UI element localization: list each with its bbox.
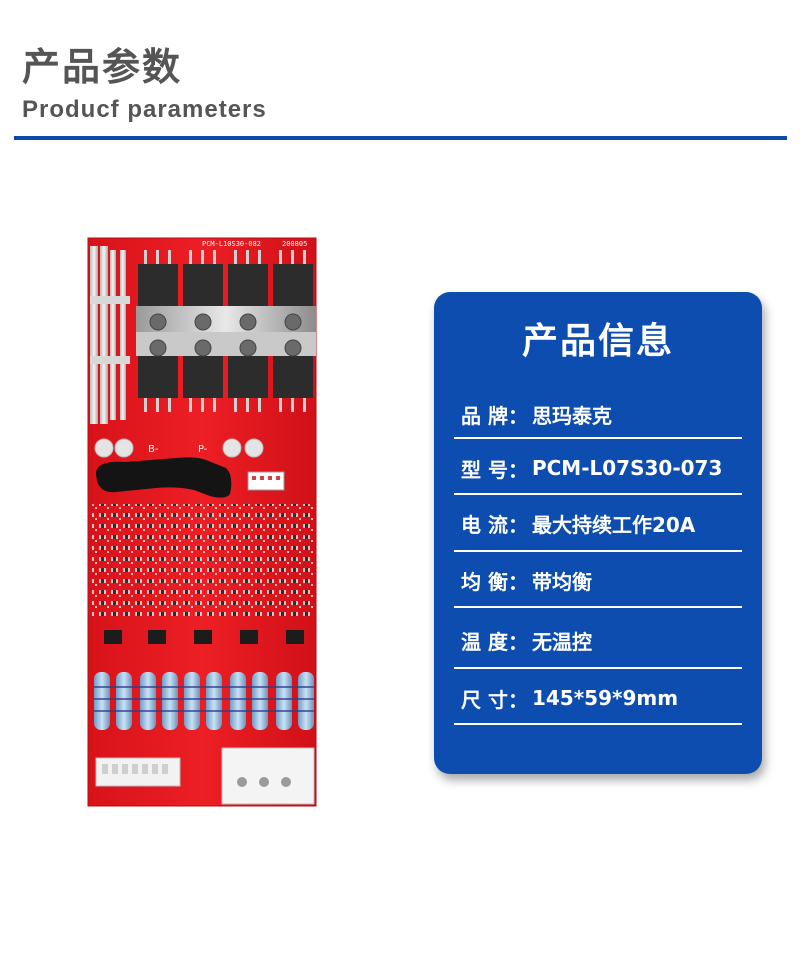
row-divider: [454, 667, 742, 669]
info-row-label: 型 号：: [461, 457, 528, 482]
pad-p-minus-label: P-: [198, 444, 208, 455]
row-divider: [454, 550, 742, 552]
row-divider: [454, 493, 742, 495]
info-card-heading: 产品信息: [521, 321, 674, 362]
info-row-label: 品 牌：: [461, 403, 528, 428]
info-row-current: 电 流：最大持续工作20A: [454, 495, 742, 551]
info-row-label: 尺 寸：: [461, 687, 528, 712]
info-row-value: 思玛泰克: [531, 403, 612, 428]
info-row-model: 型 号：PCM-L07S30-073: [454, 440, 742, 496]
info-row-label: 电 流：: [461, 512, 528, 537]
page-title-en: Producf parameters: [22, 96, 267, 123]
row-divider: [454, 606, 742, 608]
row-divider: [454, 437, 742, 439]
info-row-value: PCM-L07S30-073: [531, 456, 723, 480]
pad-b-minus-label: B-: [148, 444, 159, 455]
info-row-size: 尺 寸：145*59*9mm: [454, 670, 742, 726]
info-row-value: 带均衡: [531, 569, 592, 594]
info-row-value: 最大持续工作20A: [531, 512, 696, 537]
pcb-model-silkscreen: PCM-L10S30-082: [202, 240, 261, 248]
product-info-card: 产品信息 品 牌：思玛泰克 型 号：PCM-L07S30-073 电 流：最大持…: [434, 292, 762, 774]
page-title-cn: 产品参数: [22, 45, 183, 89]
row-divider: [454, 723, 742, 725]
info-row-value: 无温控: [531, 629, 592, 654]
title-divider: [14, 136, 787, 140]
info-row-temperature: 温 度：无温控: [454, 612, 742, 668]
info-row-label: 均 衡：: [461, 569, 528, 594]
info-row-brand: 品 牌：思玛泰克: [454, 386, 742, 442]
pcb-product-image: PCM-L10S30-082 200805: [87, 237, 317, 807]
info-row-value: 145*59*9mm: [531, 686, 679, 710]
pcb-date-silkscreen: 200805: [282, 240, 307, 248]
info-row-label: 温 度：: [461, 629, 528, 654]
info-row-balance: 均 衡：带均衡: [454, 552, 742, 608]
